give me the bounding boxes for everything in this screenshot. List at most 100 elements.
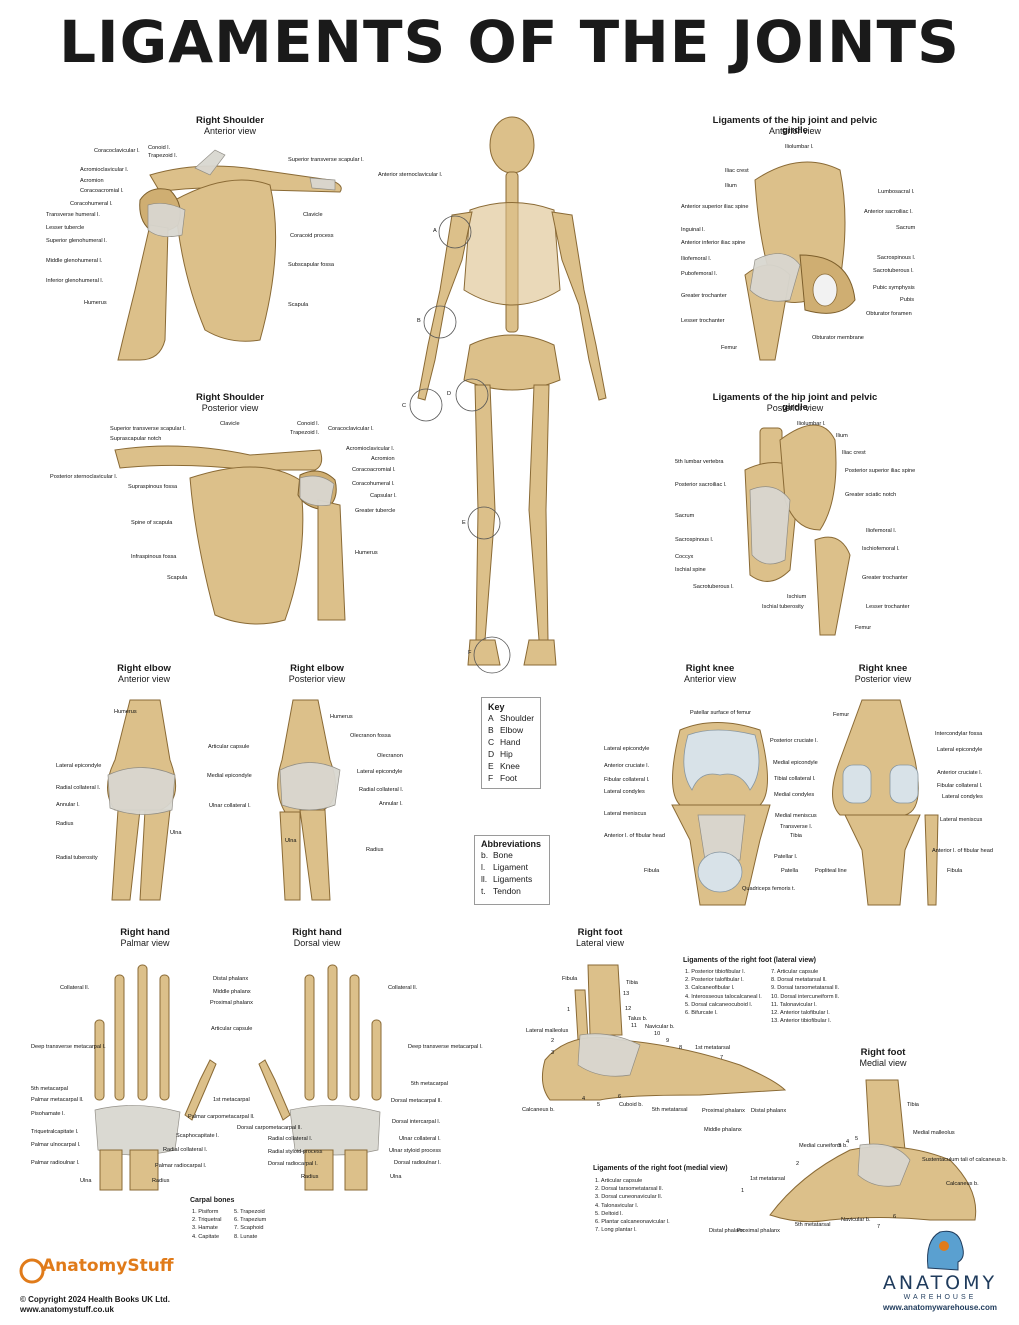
knee-ant-label: Medial epicondyle xyxy=(773,760,818,766)
foot-lat-view: Lateral view xyxy=(575,938,625,948)
shoulder-ant-label: Coracoid process xyxy=(290,233,334,239)
shoulder-ant-label: Coracoclavicular l. xyxy=(94,148,140,154)
knee-ant-label: Quadriceps femoris t. xyxy=(742,886,796,892)
hip-post-label: Greater sciatic notch xyxy=(845,492,897,498)
foot-lat-label: 3 xyxy=(551,1050,555,1056)
abbreviations-title: Abbreviations xyxy=(481,839,542,849)
hip-ant-label: Iliolumbar l. xyxy=(785,144,814,150)
hip-post-label: Iliac crest xyxy=(842,450,866,456)
shoulder-post-label: Capsular l. xyxy=(370,493,397,499)
foot-med-label: 4 xyxy=(846,1139,850,1145)
foot-med-label: Proximal phalanx xyxy=(737,1228,780,1234)
foot-med-label: Sustentaculum tali of calcaneus b. xyxy=(922,1157,1007,1163)
hip-post-label: Ilium xyxy=(836,433,848,439)
shoulder-ant-label: Lesser tubercle xyxy=(46,225,85,231)
abbr-item-ll: ll.Ligaments xyxy=(481,874,533,884)
foot-lat-label: Cuboid b. xyxy=(619,1102,643,1108)
knee-ant-label: Patella xyxy=(781,868,799,874)
list-item: 4. Capitate xyxy=(192,1233,220,1240)
elbow-ant-label: Articular capsule xyxy=(208,744,250,750)
list-item: 5. Dorsal calcaneocuboid l. xyxy=(685,1001,753,1008)
foot-medial-list: 1. Articular capsule 2. Dorsal tarsometa… xyxy=(595,1177,670,1234)
knee-post-label: Femur xyxy=(833,712,850,718)
foot-med-label: Tibia xyxy=(907,1102,919,1108)
shoulder-ant-label: Coracoacromial l. xyxy=(80,188,124,194)
hand-dorsal-label: 5th metacarpal xyxy=(411,1081,449,1087)
shoulder-post-view: Posterior view xyxy=(201,403,259,413)
foot-lat-title: Right foot xyxy=(577,927,623,938)
hand-palmar-label: 5th metacarpal xyxy=(31,1086,69,1092)
foot-med-label: 5th metatarsal xyxy=(795,1222,831,1228)
hand-dorsal-label: Ulna xyxy=(390,1174,402,1180)
shoulder-ant-label: Superior transverse scapular l. xyxy=(288,157,364,163)
foot-lat-label: 11 xyxy=(631,1023,637,1029)
elbow-ant-title: Right elbow xyxy=(117,663,171,674)
knee-ant-label: Tibial collateral l. xyxy=(774,776,816,782)
foot-lateral-list-col1: 1. Posterior tibiofibular l. 2. Posterio… xyxy=(685,968,762,1017)
elbow-ant-label: Radius xyxy=(56,821,74,827)
foot-med-label: Distal phalanx xyxy=(709,1228,745,1234)
list-item: 3. Hamate xyxy=(192,1225,218,1232)
shoulder-post-label: Conoid l. xyxy=(297,421,320,427)
hip-ant-label: Pubic symphysis xyxy=(873,285,915,291)
hand-palmar-label: Scaphocapitate l. xyxy=(176,1133,219,1139)
shoulder-post-label: Suprascapular notch xyxy=(110,436,162,442)
foot-lat-label: 12 xyxy=(625,1006,632,1012)
elbow-ant-label: Annular l. xyxy=(56,802,80,808)
foot-med-label: Calcaneus b. xyxy=(946,1181,979,1187)
foot-med-label: 1st metatarsal xyxy=(750,1176,786,1182)
skeleton-marker-a: A xyxy=(433,228,437,234)
shoulder-post-label: Humerus xyxy=(355,550,378,556)
foot-lat-label: 6 xyxy=(618,1094,622,1100)
foot-lat-label: Calcaneus b. xyxy=(522,1107,555,1113)
abbreviations-box: Abbreviations b.Bone l.Ligament ll.Ligam… xyxy=(474,835,550,905)
hand-palmar-label: Palmar carpometacarpal ll. xyxy=(188,1114,255,1120)
skeleton-marker-f: F xyxy=(468,650,472,656)
foot-medial-list-title: Ligaments of the right foot (medial view… xyxy=(593,1165,728,1172)
hip-post-title: Ligaments of the hip joint and pelvic gi… xyxy=(712,392,878,413)
shoulder-post-label: Trapezoid l. xyxy=(290,430,320,436)
list-item: 2. Dorsal tarsometatarsal ll. xyxy=(595,1186,664,1193)
hand-dorsal-label: Ulnar collateral l. xyxy=(399,1136,441,1142)
hand-dorsal-title: Right hand xyxy=(292,927,342,938)
hip-ant-label: Anterior inferior iliac spine xyxy=(681,240,746,246)
shoulder-post-label: Posterior sternoclavicular l. xyxy=(50,474,118,480)
elbow-post-label: Radius xyxy=(366,847,384,853)
list-item: 7. Articular capsule xyxy=(771,969,819,975)
hip-ant-view: Anterior view xyxy=(768,126,822,136)
shoulder-post-label: Acromion xyxy=(371,456,395,462)
knee-post-label: Lateral condyles xyxy=(942,794,983,800)
hip-ant-label: Iliofemoral l. xyxy=(681,256,712,262)
hand-dorsal-label: Dorsal intercarpal l. xyxy=(392,1119,441,1125)
elbow-post-title: Right elbow xyxy=(290,663,344,674)
foot-med-label: 1 xyxy=(741,1188,745,1194)
shoulder-ant-label: Inferior glenohumeral l. xyxy=(46,278,104,284)
copyright-text: © Copyright 2024 Health Books UK Ltd. xyxy=(20,1295,170,1304)
hip-post-label: Coccyx xyxy=(675,554,694,560)
hip-ant-label: Sacrotuberous l. xyxy=(873,268,914,274)
hip-post-label: Lesser trochanter xyxy=(866,604,910,610)
list-item: 8. Lunate xyxy=(234,1233,258,1240)
hand-palmar-label: Distal phalanx xyxy=(213,976,249,982)
poster-title: LIGAMENTS OF THE JOINTS xyxy=(59,8,960,76)
foot-lat-label: 13 xyxy=(623,991,630,997)
hip-ant-label: Ilium xyxy=(725,183,737,189)
knee-ant-label: Patellar surface of femur xyxy=(690,710,751,716)
hip-post-label: Ischial tuberosity xyxy=(762,604,804,610)
shoulder-ant-title: Right Shoulder xyxy=(195,115,265,126)
shoulder-post-label: Spine of scapula xyxy=(131,520,173,526)
hip-post-view: Posterior view xyxy=(766,403,824,413)
partner-name: ANATOMY xyxy=(882,1272,998,1294)
foot-lat-label: Fibula xyxy=(562,976,578,982)
hand-palmar-label: Radial collateral l. xyxy=(163,1147,208,1153)
list-item: 2. Triquetral xyxy=(192,1217,222,1224)
partner-url: www.anatomywarehouse.com xyxy=(883,1303,997,1312)
list-item: 3. Calcaneofibular l. xyxy=(685,985,735,992)
